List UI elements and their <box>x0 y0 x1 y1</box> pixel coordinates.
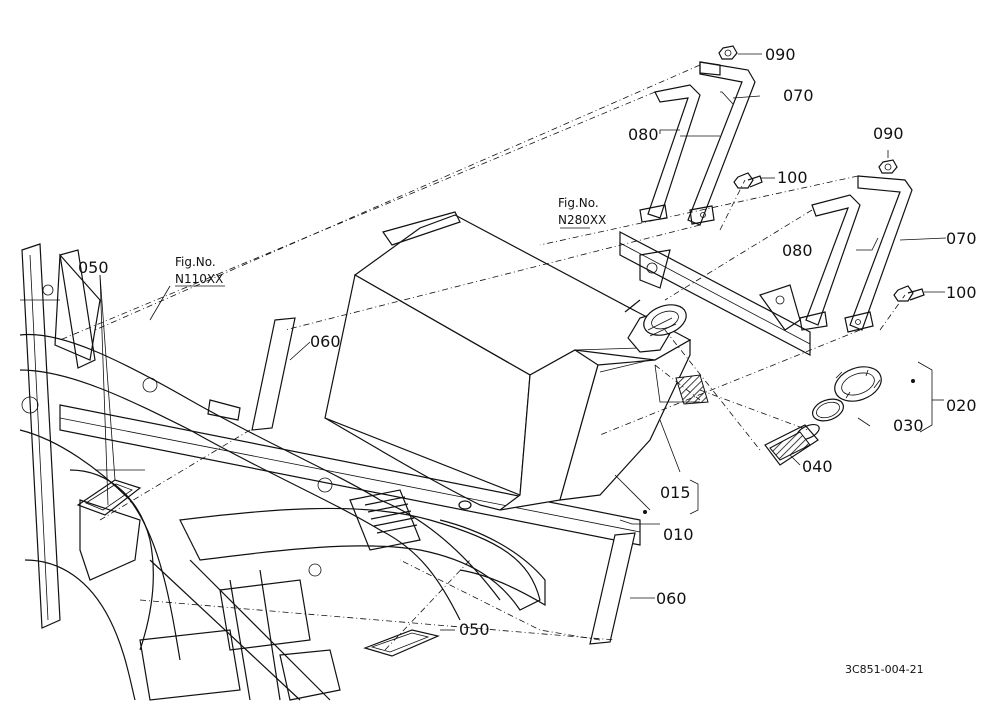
fig-ref-n110xx-line2: N110XX <box>175 272 223 286</box>
tank-strap-lower-070 <box>844 175 913 333</box>
chassis-frame <box>19 243 641 701</box>
label-060-upper: 060 <box>310 332 341 351</box>
fuel-strainer <box>764 423 820 466</box>
label-080-lower: 080 <box>782 241 813 260</box>
label-040: 040 <box>802 457 833 476</box>
tank-strap-upper-080 <box>639 84 701 223</box>
leader-lines <box>99 53 947 631</box>
tank-pad <box>675 374 709 405</box>
bolt-100-upper <box>733 172 763 189</box>
assembly-lines <box>59 64 906 651</box>
label-080-upper: 080 <box>628 125 659 144</box>
label-050-lower: 050 <box>459 620 490 639</box>
drawing-code: 3C851-004-21 <box>845 663 924 676</box>
label-010: 010 <box>663 525 694 544</box>
label-070-lower: 070 <box>946 229 977 248</box>
fig-ref-n280xx-line1: Fig.No. <box>558 196 599 210</box>
label-030: 030 <box>893 416 924 435</box>
label-015: 015 <box>660 483 691 502</box>
nut-090-lower <box>878 159 898 174</box>
fig-ref-n280xx-line2: N280XX <box>558 213 606 227</box>
cushion-strip-lower <box>589 532 636 645</box>
label-070-upper: 070 <box>783 86 814 105</box>
tank-strap-upper-070 <box>687 61 756 226</box>
label-090-lower: 090 <box>873 124 904 143</box>
cap-gasket <box>811 398 845 422</box>
tank-strap-lower-080 <box>799 194 861 331</box>
cushion-strip-upper <box>251 317 296 431</box>
rubber-pad-lower <box>363 629 440 657</box>
label-100-lower: 100 <box>946 283 977 302</box>
bolt-100-lower <box>893 285 925 302</box>
label-020: 020 <box>946 396 977 415</box>
nut-090-upper <box>718 45 738 60</box>
fuel-tank <box>324 211 692 511</box>
label-060-lower: 060 <box>656 589 687 608</box>
label-090-upper: 090 <box>765 45 796 64</box>
fuel-cap <box>834 366 882 402</box>
rubber-pad-upper <box>76 479 142 516</box>
label-050-upper: 050 <box>78 258 109 277</box>
label-100-upper: 100 <box>777 168 808 187</box>
fig-ref-n110xx-line1: Fig.No. <box>175 255 216 269</box>
